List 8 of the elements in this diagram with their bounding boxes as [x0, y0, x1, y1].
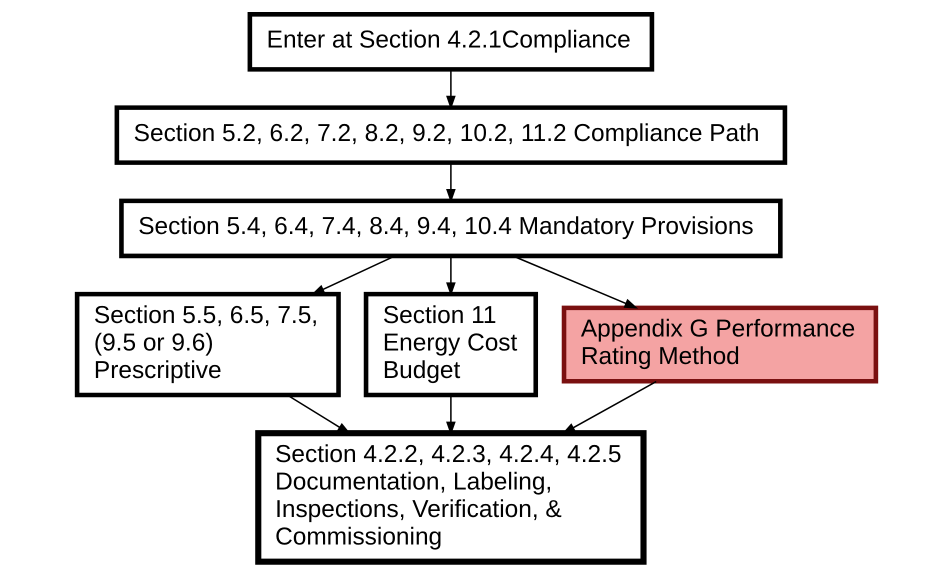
- arrow: [512, 255, 638, 309]
- node-box: Section 4.2.2, 4.2.3, 4.2.4, 4.2.5 Documentation, Labeling, Inspections, Verification, & Commissioning: [254, 430, 646, 565]
- node-box: Section 5.2, 6.2, 7.2, 8.2, 9.2, 10.2, 11.2 Compliance Path: [114, 105, 787, 165]
- node-box: Section 11 Energy Cost Budget: [363, 292, 538, 398]
- node-box: Appendix G Performance Rating Method: [561, 306, 878, 384]
- node-box: Enter at Section 4.2.1Compliance: [247, 12, 654, 72]
- node-box: Section 5.5, 6.5, 7.5, (9.5 or 9.6) Prescriptive: [74, 292, 340, 398]
- node-box: Section 5.4, 6.4, 7.4, 8.4, 9.4, 10.4 Mandatory Provisions: [118, 198, 782, 258]
